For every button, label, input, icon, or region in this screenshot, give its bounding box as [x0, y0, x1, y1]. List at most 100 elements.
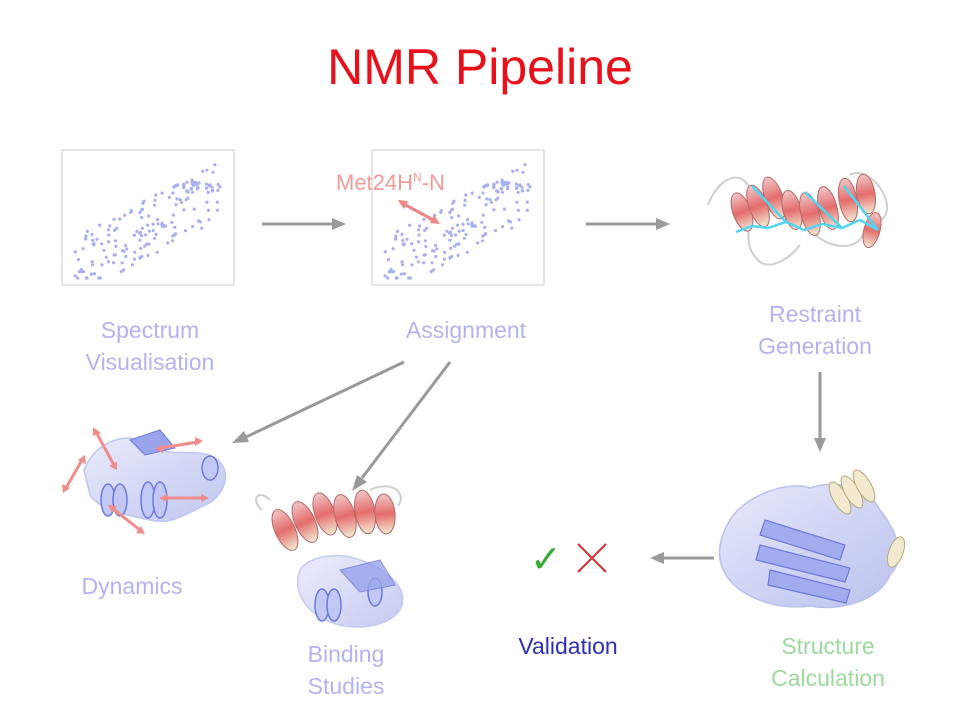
spectrum-peak: [139, 246, 143, 250]
spectrum-peak: [442, 257, 447, 261]
spectrum-peak: [453, 244, 457, 248]
spectrum-peak: [85, 276, 89, 280]
spectrum-peak: [102, 248, 106, 252]
spectrum-peak: [402, 272, 406, 276]
spectrum-peak: [386, 258, 390, 262]
spectrum-peak: [171, 213, 175, 217]
spectrum-peak: [138, 238, 142, 242]
spectrum-peak: [481, 239, 485, 243]
spectrum-peak: [463, 203, 467, 207]
spectrum-peak: [499, 186, 504, 191]
spectrum-peak: [501, 225, 505, 229]
spectrum-peak: [496, 190, 500, 194]
spectrum-peak: [129, 210, 133, 214]
stage-dynamics: Dynamics: [81, 573, 183, 599]
spectrum-peak: [160, 191, 164, 195]
spectrum-peak: [215, 208, 219, 212]
spectrum-peak: [395, 276, 399, 280]
spectrum-peak: [108, 224, 112, 228]
arrow-restraint-to-structure: [814, 372, 826, 452]
arrow-structure-to-validation: [650, 552, 714, 564]
spectrum-peak: [408, 223, 412, 227]
spectrum-peak: [100, 242, 104, 246]
spectrum-peak: [395, 229, 399, 233]
arrow-assignment-to-restraint: [586, 218, 670, 230]
spectrum-peak: [481, 234, 485, 238]
spectrum-peak: [484, 203, 488, 207]
spectrum-peak: [140, 226, 144, 230]
spectrum-peak: [450, 226, 454, 230]
spectrum-peak: [416, 240, 421, 244]
spectrum-peak: [106, 228, 111, 232]
spectrum-peak: [450, 216, 454, 220]
spectrum-peak: [124, 243, 128, 247]
spectrum-peak: [383, 250, 387, 254]
spectrum-peak: [144, 233, 148, 237]
spectrum-peak: [462, 236, 467, 240]
spectrum-peak: [423, 228, 427, 232]
spectrum-peak: [107, 233, 111, 237]
spectrum-peak: [85, 229, 89, 233]
dynamics-protein: [62, 427, 227, 534]
spectrum-peak: [516, 190, 520, 194]
spectrum-peak: [434, 243, 438, 247]
spectrum-peak: [166, 241, 170, 245]
spectrum-peak: [461, 228, 465, 233]
spectrum-peak: [100, 263, 104, 267]
spectrum-peak: [400, 232, 404, 236]
restraint-protein: [707, 172, 889, 266]
spectrum-peak: [435, 247, 439, 251]
spectrum-peak: [514, 182, 519, 186]
spectrum-peak: [84, 237, 88, 241]
spectrum-peak: [197, 181, 201, 185]
spectrum-peak: [115, 226, 119, 230]
spectrum-peak: [132, 233, 136, 237]
spectrum-peak: [113, 228, 117, 232]
spectrum-peak: [514, 186, 519, 190]
spectrum-peak: [204, 182, 208, 186]
stage-validation: Validation: [518, 633, 618, 659]
annotation-suffix: -N: [421, 170, 445, 195]
spectrum-peak: [414, 255, 418, 259]
spectrum-peak: [118, 217, 122, 221]
spectrum-peak: [494, 198, 498, 202]
spectrum-peak: [394, 234, 398, 238]
spectrum-peak: [430, 261, 434, 265]
stage-structure-calculation: Structure Calculation: [742, 630, 914, 694]
spectrum-peak: [171, 239, 175, 243]
spectrum-peak: [155, 217, 160, 222]
structure-label-line1: Structure: [781, 633, 875, 659]
spectrum-peak: [517, 218, 521, 222]
spectrum-peak: [138, 255, 142, 260]
restraint-label-line1: Restraint: [768, 301, 862, 327]
spectrum-peak: [133, 250, 137, 254]
spectrum-peak: [113, 239, 118, 243]
spectrum-peak: [152, 236, 157, 240]
spectrum-peak: [153, 198, 157, 202]
spectrum-peak: [502, 207, 506, 211]
spectrum-peak: [213, 163, 217, 167]
spectrum-peak: [485, 197, 489, 201]
spectrum-peak: [526, 188, 530, 192]
spectrum-peak: [506, 219, 511, 223]
spectrum-peak: [483, 232, 488, 236]
spectrum-peak: [145, 242, 149, 246]
spectrum-peak: [91, 238, 95, 242]
spectrum-peak: [138, 231, 142, 235]
spectrum-peak: [84, 234, 88, 238]
spectrum-peak: [172, 185, 176, 189]
arrow-assignment-to-binding: [352, 361, 452, 491]
spectrum-peak: [125, 247, 129, 251]
spectrum-peak: [525, 208, 530, 212]
spectrum-peak: [173, 225, 177, 229]
spectrum-peak: [418, 224, 422, 228]
spectrum-peak: [174, 203, 178, 207]
spectrum-peak: [106, 260, 111, 264]
spectrum-peak: [163, 224, 168, 228]
spectrum-peak: [410, 242, 414, 246]
spectrum-peak: [204, 186, 209, 190]
spectrum-peak: [206, 208, 210, 212]
spectrum-peak: [76, 258, 80, 262]
spectrum-peak: [90, 260, 94, 264]
spectrum-peak: [76, 276, 80, 280]
